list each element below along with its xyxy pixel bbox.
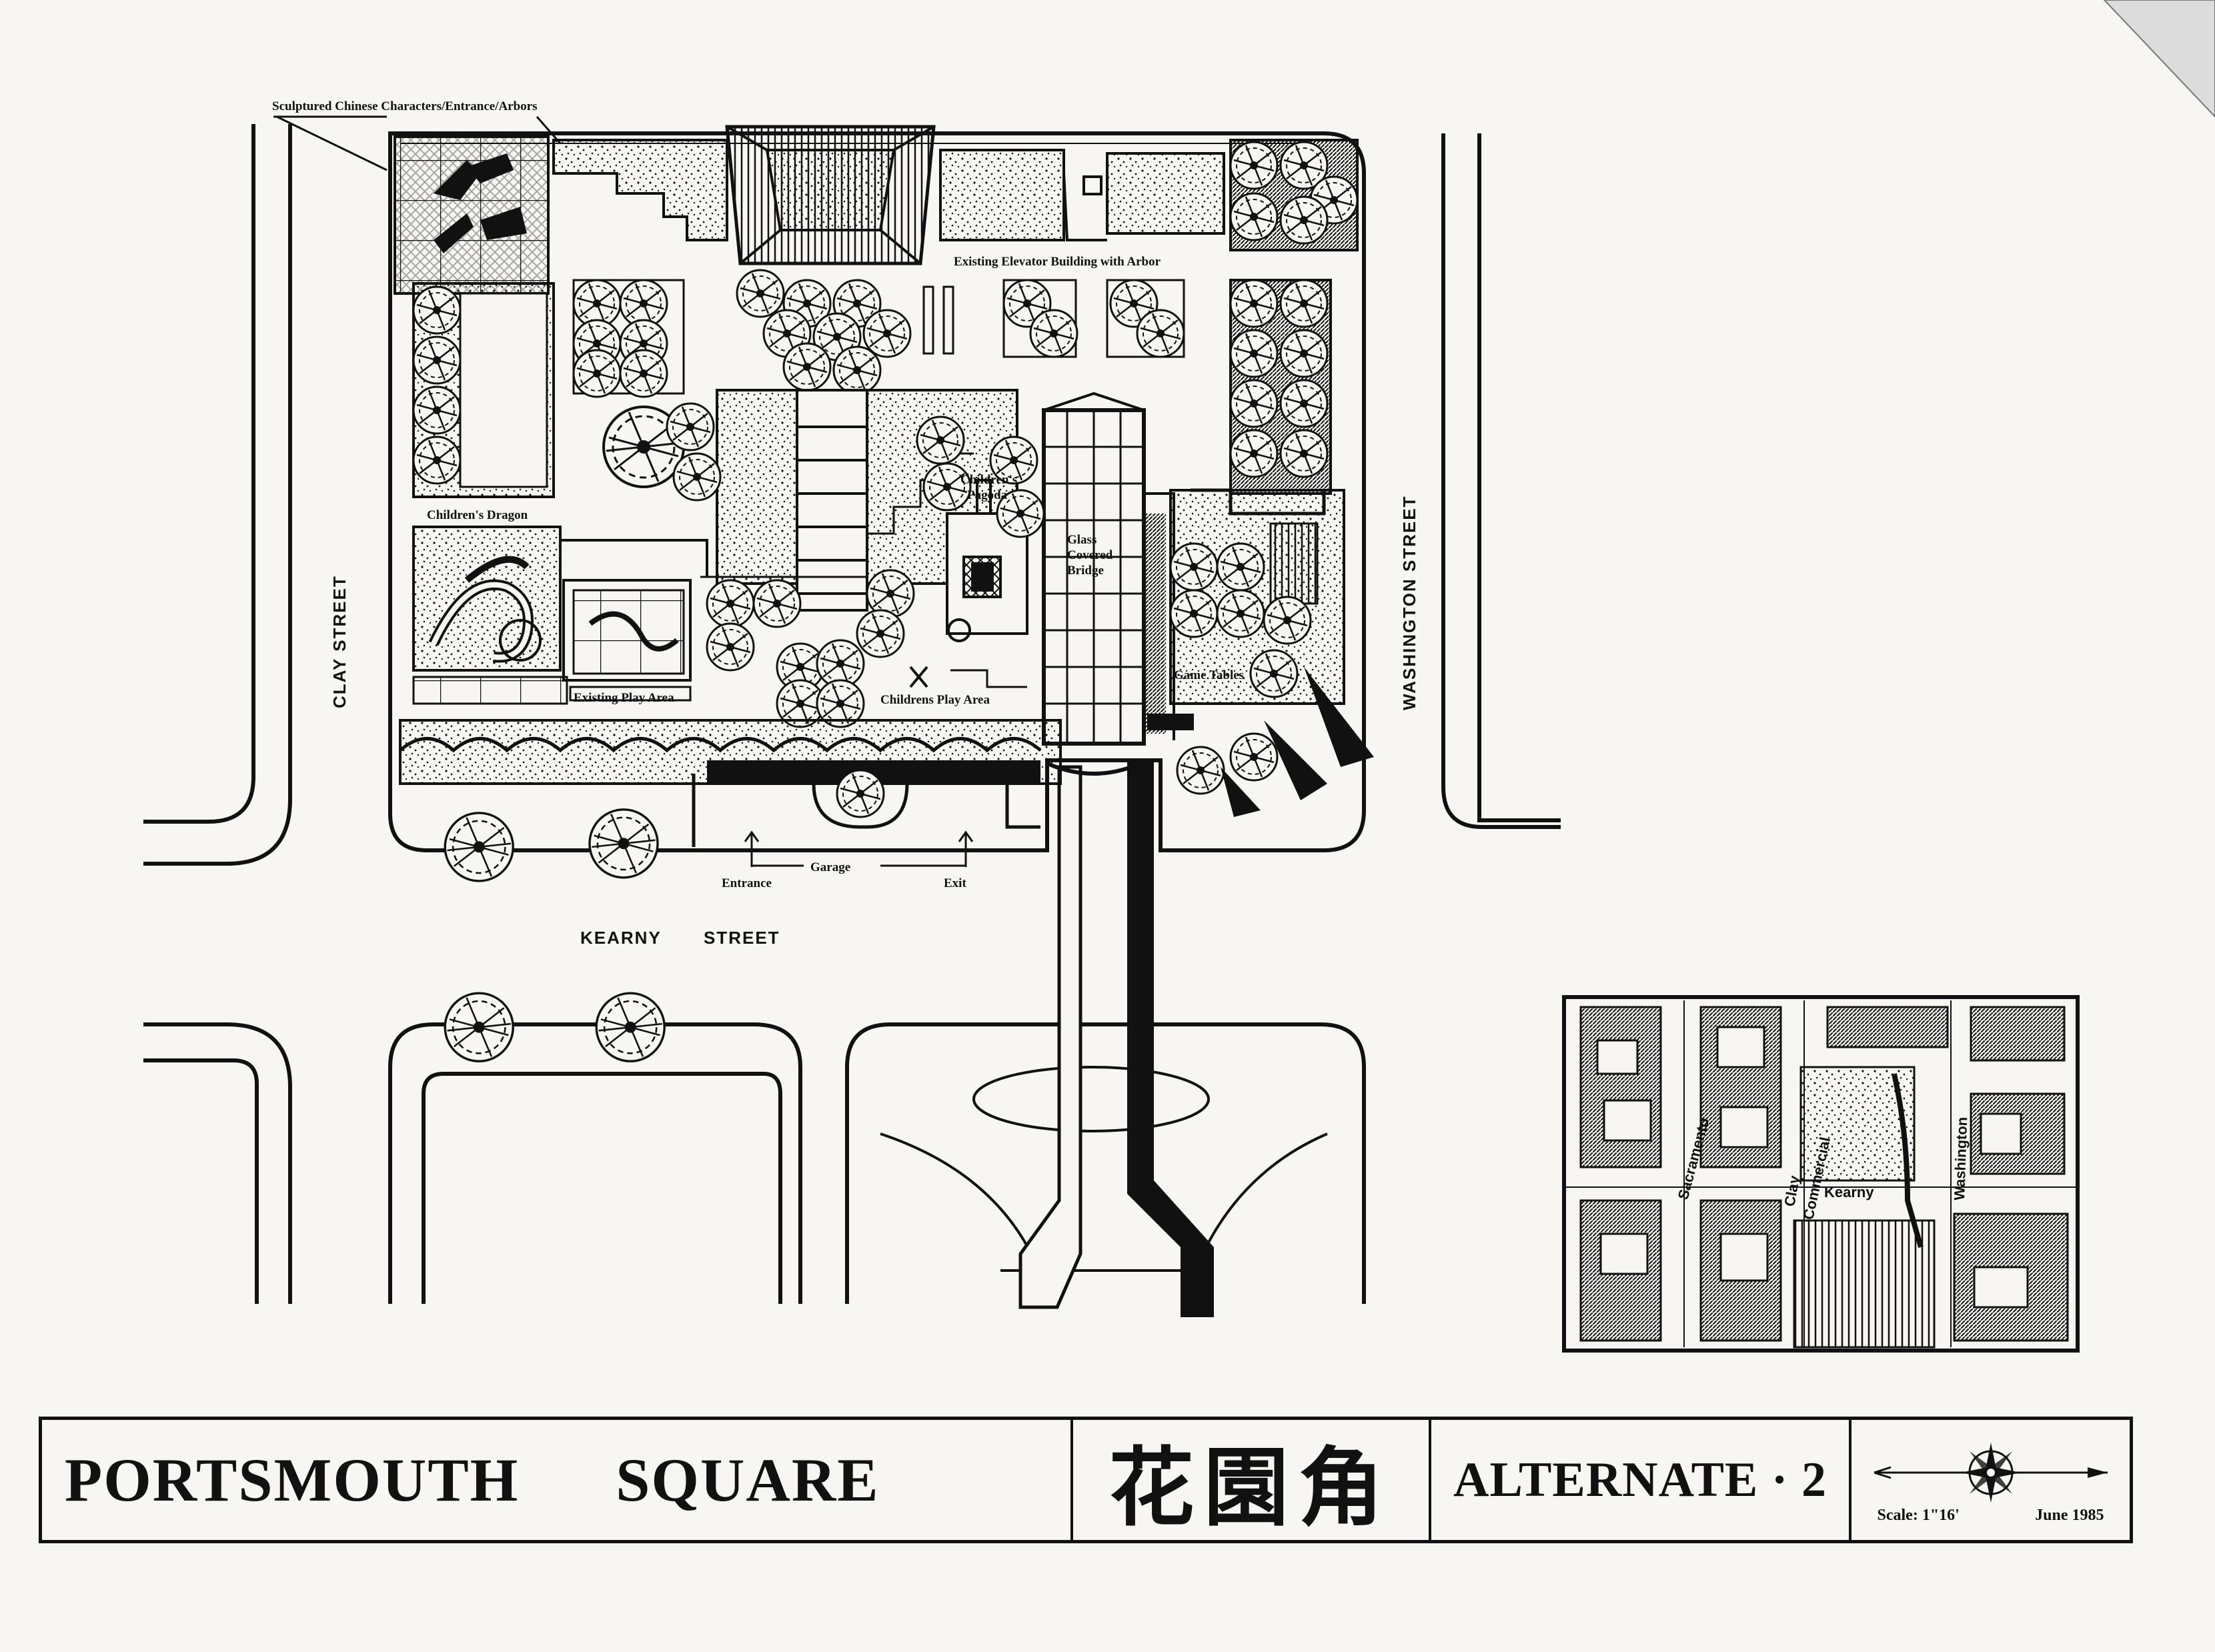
elevator-building (725, 125, 936, 265)
alternate-label: ALTERNATE · 2 (1453, 1452, 1827, 1507)
locator-map: Sacramento Commercial Clay Kearny Washin… (1562, 995, 2080, 1353)
label-clay-street: CLAY STREET (329, 575, 349, 708)
label-existing-play-area: Existing Play Area (574, 691, 674, 705)
label-washington-street: WASHINGTON STREET (1399, 496, 1419, 710)
label-pagoda-2: Pagoda (967, 488, 1008, 502)
tree-bosque-right (1229, 279, 1332, 495)
play-areas (412, 526, 868, 705)
scale-label: Scale: 1"16' (1877, 1506, 1960, 1524)
alternate-cell: ALTERNATE · 2 (1431, 1420, 1852, 1540)
date-label: June 1985 (2035, 1506, 2104, 1524)
label-elevator-building: Existing Elevator Building with Arbor (954, 255, 1161, 269)
sculpture-leader-line (273, 115, 562, 171)
game-tables-area (1147, 488, 1374, 817)
lower-plaza (880, 1066, 1328, 1304)
tree-grove-top-right (1229, 139, 1359, 251)
garage-arrows (744, 830, 974, 867)
label-kearny-street: STREET (704, 928, 780, 948)
folded-corner (2103, 0, 2215, 118)
chinese-title-cell: 花園角 (1073, 1420, 1431, 1540)
label-bridge-3: Bridge (1067, 564, 1104, 578)
street-curbs (143, 124, 1561, 1304)
kearny-hedge (399, 719, 1062, 847)
tree-bosque-left (572, 279, 685, 398)
label-pagoda-1: Children's (960, 473, 1017, 487)
label-sculpture: Sculptured Chinese Characters/Entrance/A… (272, 99, 538, 113)
label-entrance: Entrance (722, 876, 772, 890)
label-kearny: KEARNY (580, 928, 662, 948)
chinese-title: 花園角 (1109, 1437, 1393, 1538)
label-childrens-play-area: Childrens Play Area (880, 693, 990, 707)
locator-label-kearny: Kearny (1824, 1184, 1874, 1200)
label-bridge-2: Covered (1067, 548, 1113, 562)
glass-covered-bridge (1042, 391, 1175, 746)
legend-footer: Scale: 1"16' June 1985 (1878, 1507, 2104, 1525)
label-bridge-1: Glass (1067, 533, 1096, 547)
tree-planters-top (1002, 279, 1185, 358)
label-exit: Exit (944, 876, 966, 890)
label-game-tables: Game Tables (1174, 668, 1244, 682)
title-block: PORTSMOUTH SQUARE 花園角 ALTERNATE · 2 Scal… (39, 1417, 2133, 1543)
label-garage: Garage (810, 860, 850, 874)
top-arbors (552, 139, 1225, 241)
locator-label-washington: Washington (1951, 1116, 1970, 1200)
tree-bosque-center (736, 269, 954, 395)
legend-cell: Scale: 1"16' June 1985 (1852, 1420, 2130, 1540)
childrens-pagoda (909, 479, 1028, 688)
left-tree-planter (412, 282, 555, 498)
title-cell: PORTSMOUTH SQUARE (42, 1420, 1073, 1540)
compass-rose-icon (1874, 1442, 2108, 1503)
walkway (1018, 758, 1214, 1317)
label-childrens-dragon: Children's Dragon (427, 508, 528, 522)
page-title: PORTSMOUTH SQUARE (65, 1446, 880, 1514)
